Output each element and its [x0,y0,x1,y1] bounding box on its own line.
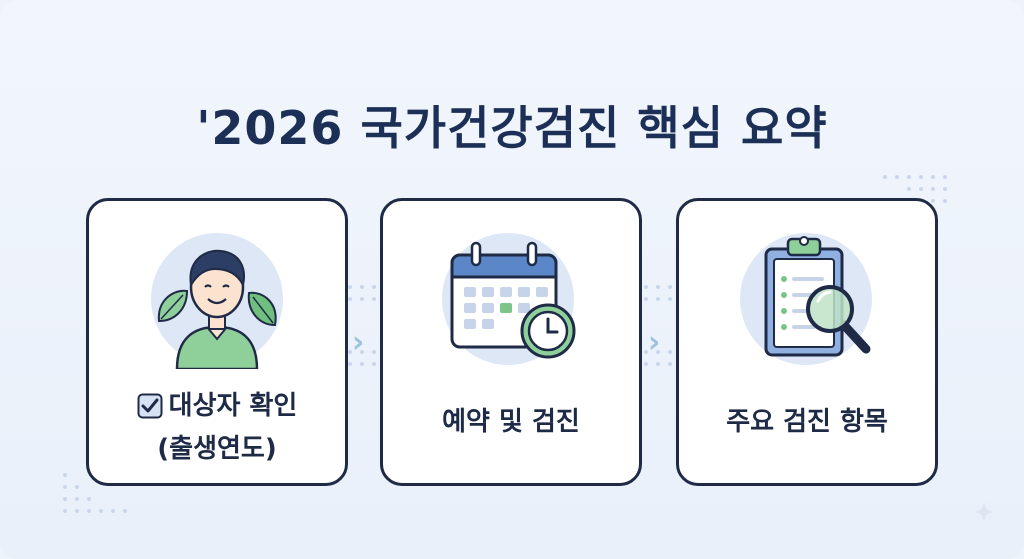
step-label-line1: 대상자 확인 [168,391,298,421]
clipboard-magnifier-icon [740,233,872,365]
step-label-booking: 예약 및 검진 [442,407,580,437]
calendar-clock-icon [442,233,576,365]
dot-pattern-between-1 [348,285,376,366]
dot-pattern-bottom-left [63,473,127,513]
step-label-line2: (출생연도) [157,434,277,464]
chevron-right-icon: › [352,325,365,360]
step-card-booking: 예약 및 검진 [380,198,642,486]
page-title: '2026 국가건강검진 핵심 요약 [196,101,828,155]
checkbox-icon [137,393,163,419]
chevron-right-icon: › [648,325,661,360]
dot-pattern-top-right [883,175,947,203]
step-card-target-check: 대상자 확인 (출생연도) [86,198,348,486]
person-with-leaves-icon [151,233,283,369]
step-label-target-check: 대상자 확인 (출생연도) [89,387,345,468]
step-label-exam-items: 주요 검진 항목 [726,407,888,437]
dot-pattern-between-2 [644,285,672,366]
sparkle-icon [973,501,995,523]
step-card-exam-items: 주요 검진 항목 [676,198,938,486]
